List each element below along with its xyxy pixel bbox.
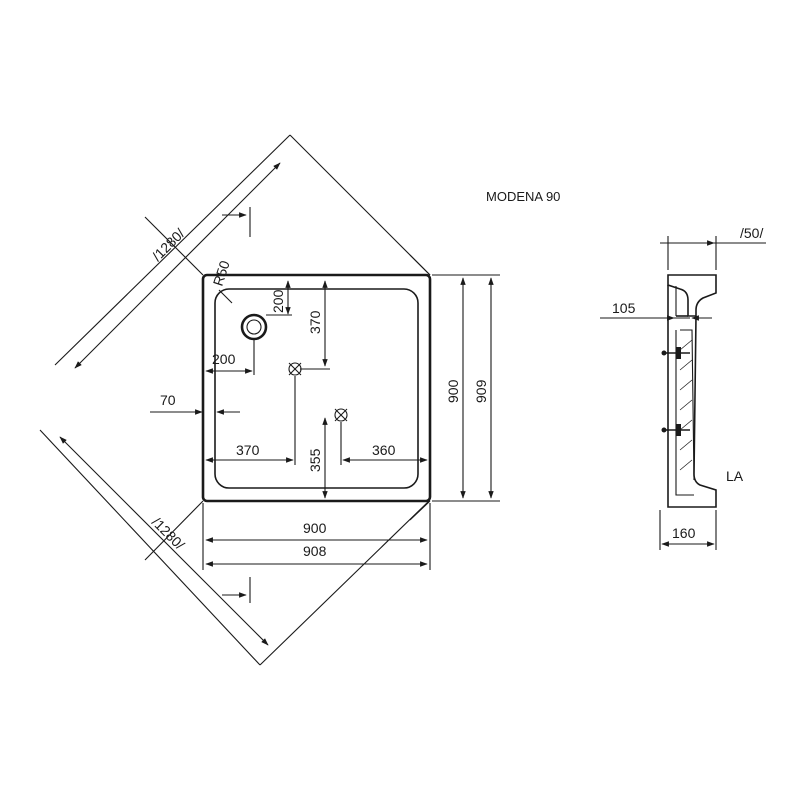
dim-drain-from-top: 370: [300, 280, 330, 370]
dim-center-from-left: 370: [205, 376, 296, 465]
waste-outlet: [240, 313, 268, 341]
leg-bolt: [661, 424, 690, 436]
svg-text:105: 105: [612, 300, 636, 316]
dim-depth-900: 900: [432, 274, 500, 502]
diagonal-top-label: /1280/: [149, 225, 188, 264]
svg-text:370: 370: [236, 442, 260, 458]
support-leg-marker: [288, 362, 302, 376]
model-title: MODENA 90: [486, 189, 560, 204]
svg-text:200: 200: [212, 351, 236, 367]
support-leg-marker: [334, 408, 348, 422]
svg-text:200: 200: [270, 289, 286, 313]
dim-center-from-bottom: 355: [307, 417, 328, 499]
dim-width-908: 908: [205, 543, 428, 567]
svg-text:355: 355: [307, 448, 323, 472]
dim-waste-from-left: 200: [205, 340, 255, 375]
svg-text:900: 900: [303, 520, 327, 536]
waste-outlet-inner: [246, 319, 262, 335]
tray-basin: [214, 288, 419, 489]
svg-text:160: 160: [672, 525, 696, 541]
svg-text:908: 908: [303, 543, 327, 559]
dim-depth-909: 909: [473, 277, 494, 499]
svg-text:360: 360: [372, 442, 396, 458]
svg-text:370: 370: [307, 310, 323, 334]
profile-type-label: LA: [726, 468, 744, 484]
svg-text:70: 70: [160, 392, 176, 408]
tray-side-profile: /50/ 10: [600, 225, 766, 550]
diagonal-dimension-lines: [39, 134, 431, 666]
radius-leader: [218, 289, 233, 304]
dim-width-900: 900: [202, 503, 431, 570]
svg-text:/50/: /50/: [740, 225, 763, 241]
svg-text:900: 900: [445, 379, 461, 403]
diagonal-bottom-label: /1280/: [149, 514, 188, 553]
radius-label: R50: [210, 258, 233, 288]
dim-waste-from-top: 200: [266, 280, 292, 316]
leg-bolt: [661, 347, 690, 359]
dim-center-from-right: 360: [340, 422, 428, 465]
dim-inner-offset: 70: [150, 392, 240, 415]
svg-text:909: 909: [473, 379, 489, 403]
tray-outer-rim: [201, 273, 432, 503]
